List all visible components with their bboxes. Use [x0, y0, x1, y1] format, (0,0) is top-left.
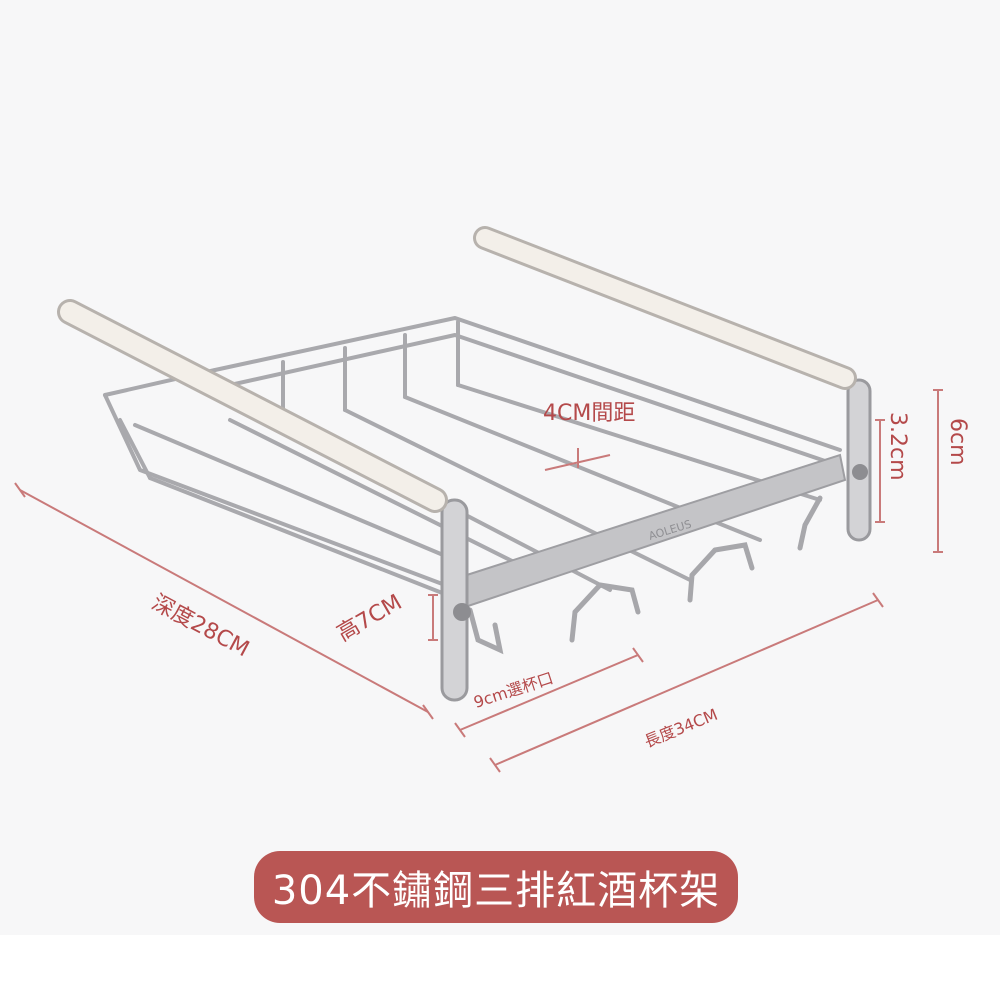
cup-slot-line: [459, 654, 639, 731]
length-line: [494, 599, 879, 766]
product-title: 304不鏽鋼三排紅酒杯架: [271, 868, 721, 914]
depth-line: [19, 489, 429, 713]
top-handles: [57, 226, 857, 513]
cup-hooks: [467, 495, 823, 655]
bracket-inner-label: 3.2cm: [885, 412, 910, 481]
title-banner: 304不鏽鋼三排紅酒杯架: [254, 851, 738, 923]
side-brackets: [440, 378, 872, 702]
dimension-lines: [14, 389, 943, 773]
bracket-total-label: 6cm: [945, 418, 970, 466]
wire-rack: [103, 316, 842, 602]
spacing-label: 4CM間距: [543, 401, 636, 426]
front-bar: AOLEUS: [443, 453, 847, 614]
